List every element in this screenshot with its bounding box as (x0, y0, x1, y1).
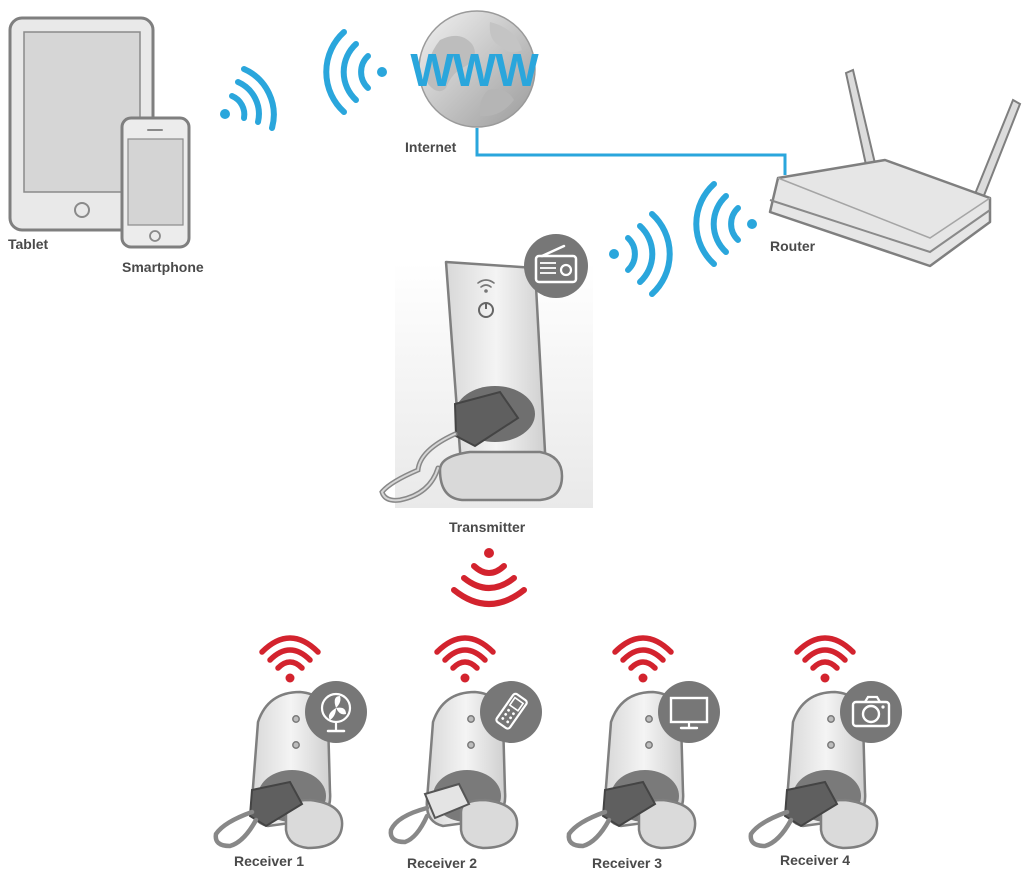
transmitter-wifi-icon (609, 211, 673, 297)
router-wifi-icon (693, 181, 757, 267)
transmitter-label: Transmitter (449, 519, 526, 535)
internet-label: Internet (405, 139, 457, 155)
router-label: Router (770, 238, 816, 254)
receiver-rf-icon (612, 635, 674, 683)
tv-icon (658, 681, 720, 743)
receiver-4 (748, 635, 902, 850)
receiver-rf-icon (794, 635, 856, 683)
receiver-label: Receiver 4 (780, 852, 850, 868)
tablet-wifi-icon (220, 66, 277, 131)
internet-wifi-icon (323, 29, 387, 115)
receiver-rf-icon (259, 635, 321, 683)
receiver-label: Receiver 2 (407, 855, 477, 871)
receiver-2 (388, 635, 542, 850)
tablet (8, 16, 155, 232)
transmitter (379, 260, 593, 508)
receiver-rf-icon (434, 635, 496, 683)
receiver-label: Receiver 3 (592, 855, 662, 871)
tablet-label: Tablet (8, 236, 49, 252)
fan-icon (305, 681, 367, 743)
radio-icon (524, 234, 588, 298)
transmitter-rf-icon (451, 548, 527, 607)
smartphone (120, 116, 191, 249)
receiver-plug (388, 690, 519, 850)
globe-www-text: WWW (410, 44, 539, 96)
globe-icon (418, 10, 536, 128)
receivers-group: Receiver 1 Receiver 2 (213, 635, 902, 871)
router (768, 68, 1022, 268)
internet-router-cable (475, 128, 787, 175)
phone-charger-icon (480, 681, 542, 743)
smartphone-label: Smartphone (122, 259, 204, 275)
receiver-1 (213, 635, 367, 850)
receiver-3 (566, 635, 720, 850)
receiver-label: Receiver 1 (234, 853, 304, 869)
camera-icon (840, 681, 902, 743)
